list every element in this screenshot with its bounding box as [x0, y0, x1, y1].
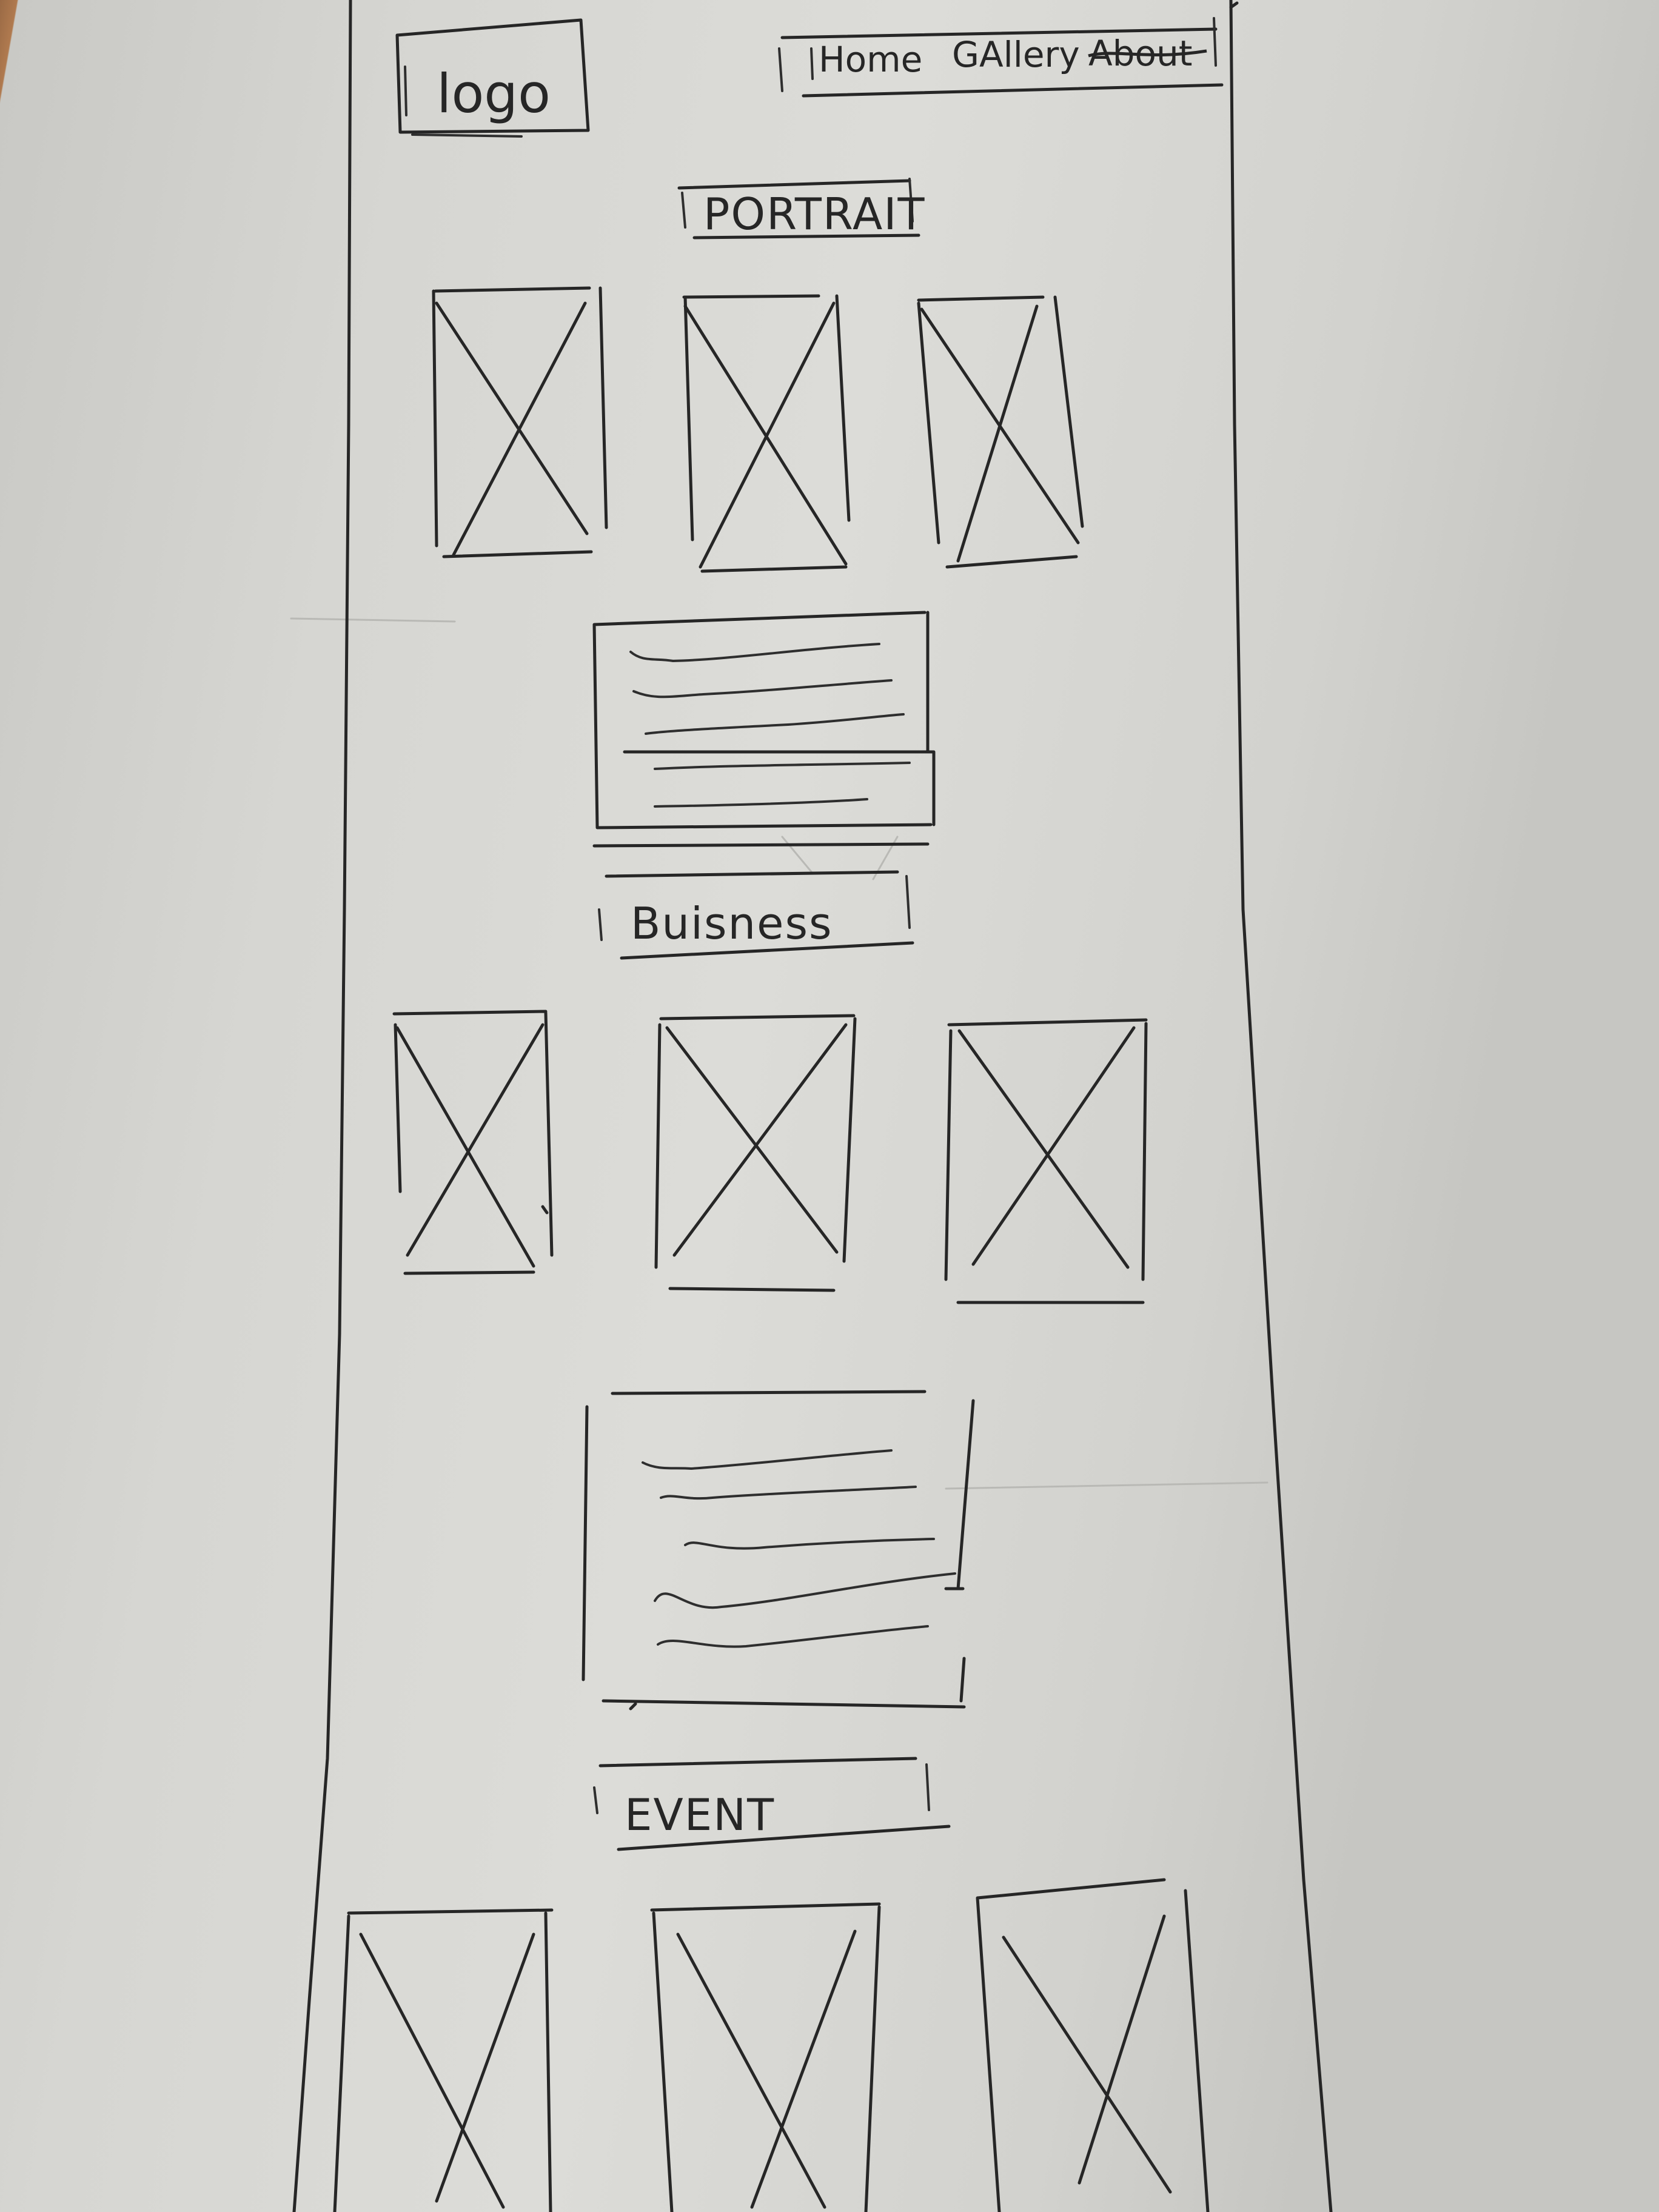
- portrait-image-3[interactable]: [917, 295, 1084, 569]
- event-image-2[interactable]: [650, 1902, 881, 2212]
- section-title-portrait: PORTRAIT: [677, 178, 925, 240]
- logo-label: logo: [437, 62, 551, 125]
- event-image-1[interactable]: [333, 1908, 554, 2212]
- nav-bar: Home GAllery About: [778, 17, 1224, 98]
- portrait-image-2[interactable]: [682, 294, 851, 573]
- logo[interactable]: logo: [395, 18, 590, 138]
- section-title-business: Buisness: [598, 870, 914, 960]
- section-title-event: EVENT: [593, 1757, 951, 1851]
- business-image-2[interactable]: [654, 1014, 857, 1292]
- nav-about-scribble: [1088, 49, 1207, 58]
- business-image-1[interactable]: [392, 1010, 554, 1275]
- portrait-title: PORTRAIT: [703, 189, 925, 240]
- portrait-image-1[interactable]: [432, 286, 608, 558]
- event-title: EVENT: [625, 1789, 775, 1840]
- business-title: Buisness: [631, 898, 833, 949]
- event-image-3[interactable]: [976, 1878, 1210, 2212]
- paper-crease: [945, 1481, 1269, 1490]
- nav-home[interactable]: Home: [819, 39, 922, 80]
- business-image-3[interactable]: [944, 1018, 1148, 1304]
- portrait-text-block: [592, 611, 936, 848]
- business-text-block: [581, 1390, 975, 1711]
- page-frame: [292, 0, 1333, 2212]
- nav-gallery[interactable]: GAllery: [952, 34, 1080, 75]
- paper-crease: [290, 617, 456, 623]
